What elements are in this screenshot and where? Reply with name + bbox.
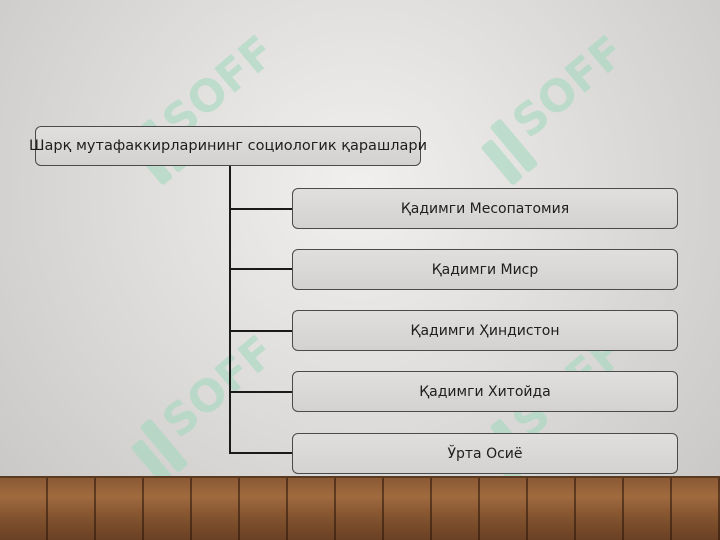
connector-branch <box>229 452 293 454</box>
connector-branch <box>229 268 293 270</box>
connector-branch <box>229 330 293 332</box>
watermark-text: SOFF <box>153 326 285 448</box>
child-node-egypt: Қадимги Миср <box>292 249 678 290</box>
child-node-label: Қадимги Месопатомия <box>400 200 570 217</box>
child-node-label: Қадимги Миср <box>431 261 539 278</box>
child-node-china: Қадимги Хитойда <box>292 371 678 412</box>
root-node: Шарқ мутафаккирларининг социологик қараш… <box>29 126 427 166</box>
child-node-india: Қадимги Ҳиндистон <box>292 310 678 351</box>
child-node-label: Қадимги Ҳиндистон <box>410 322 560 339</box>
floor-edge <box>0 476 720 479</box>
watermark-logo-top-right: SOFF <box>481 26 635 185</box>
watermark-text: SOFF <box>503 26 635 148</box>
child-node-central-asia: Ўрта Осиё <box>292 433 678 474</box>
watermark-logo-bottom-left: SOFF <box>131 326 285 485</box>
child-node-label: Қадимги Хитойда <box>419 383 551 400</box>
wooden-floor <box>0 478 720 540</box>
child-node-label: Ўрта Осиё <box>447 445 523 462</box>
connector-branch <box>229 208 293 210</box>
connector-trunk <box>229 166 231 454</box>
watermark-logo-top-left: SOFF <box>131 26 285 185</box>
root-node-label: Шарқ мутафаккирларининг социологик қараш… <box>29 138 427 154</box>
connector-branch <box>229 391 293 393</box>
child-node-mesopotamia: Қадимги Месопатомия <box>292 188 678 229</box>
